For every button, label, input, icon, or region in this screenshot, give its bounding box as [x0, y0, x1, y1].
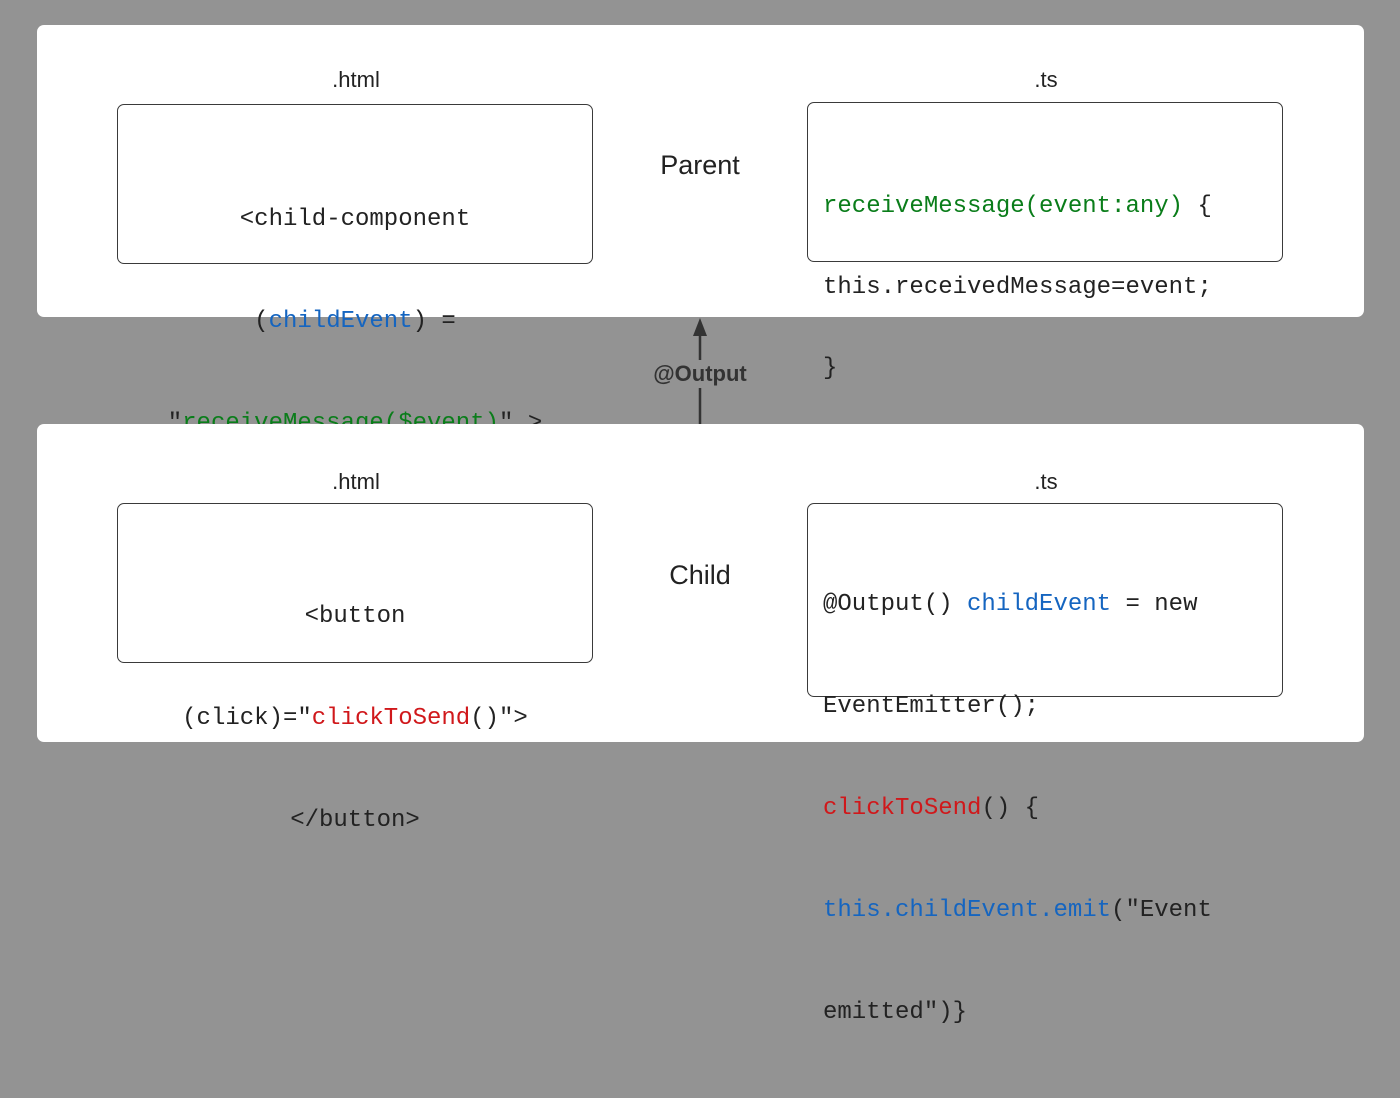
code-text: (click)=": [182, 705, 312, 732]
child-html-file-label: .html: [332, 469, 380, 494]
code-text: </button>: [290, 807, 420, 834]
parent-ts-code-box: receiveMessage(event:any) { this.receive…: [807, 102, 1283, 382]
code-line: receiveMessage(event:any) {: [823, 193, 1282, 220]
method-name: clickToSend: [823, 795, 982, 822]
code-text: ("Event: [1111, 897, 1212, 924]
code-line: @Output() childEvent = new: [823, 588, 1282, 622]
handler-name: clickToSend: [311, 705, 471, 732]
parent-html-code-box: <child-component (childEvent) = "receive…: [117, 104, 593, 437]
code-text: emitted")}: [823, 999, 968, 1026]
code-line: emitted")}: [823, 996, 1282, 1030]
code-line: clickToSend() {: [823, 792, 1282, 826]
child-ts-code: @Output() childEvent = new EventEmitter(…: [823, 520, 1282, 1098]
parent-html-file-label: .html: [332, 67, 380, 92]
code-line: (childEvent) =: [118, 305, 592, 339]
code-text: ()">: [470, 705, 528, 732]
code-text: @Output(): [823, 591, 968, 618]
code-text: (: [254, 308, 269, 335]
event-name: childEvent: [268, 308, 413, 335]
code-text: }: [823, 355, 838, 382]
parent-panel: .html <child-component (childEvent) = "r…: [37, 25, 1364, 437]
emit-call: this.childEvent.emit: [823, 897, 1112, 924]
method-signature: receiveMessage(event:any): [823, 193, 1184, 220]
child-role-label: Child: [669, 560, 731, 590]
parent-ts-file-label: .ts: [1034, 67, 1058, 92]
code-text: {: [1183, 193, 1212, 220]
parent-role-label: Parent: [660, 150, 740, 180]
child-html-code: <button (click)="clickToSend()"> </butto…: [118, 532, 592, 906]
code-line: <button: [118, 600, 592, 634]
code-line: this.childEvent.emit("Event: [823, 894, 1282, 928]
parent-ts-code: receiveMessage(event:any) { this.receive…: [823, 139, 1282, 436]
code-line: }: [823, 355, 1282, 382]
code-text: = new: [1111, 591, 1198, 618]
code-text: <button: [304, 603, 406, 630]
code-text: () {: [981, 795, 1040, 822]
code-line: this.receivedMessage=event;: [823, 274, 1282, 301]
code-line: <child-component: [118, 203, 592, 237]
child-panel: .html <button (click)="clickToSend()"> <…: [37, 424, 1364, 1026]
child-html-code-box: <button (click)="clickToSend()"> </butto…: [117, 503, 593, 834]
code-text: EventEmitter();: [823, 693, 1040, 720]
code-line: (click)="clickToSend()">: [118, 702, 592, 736]
code-line: EventEmitter();: [823, 690, 1282, 724]
code-text: ) =: [412, 308, 456, 335]
code-text: <child-component: [239, 206, 471, 233]
child-ts-code-box: @Output() childEvent = new EventEmitter(…: [807, 503, 1283, 1026]
property-name: childEvent: [967, 591, 1112, 618]
output-connector-label: @Output: [630, 360, 770, 388]
child-ts-file-label: .ts: [1034, 469, 1058, 494]
code-text: this.receivedMessage=event;: [823, 274, 1212, 301]
code-line: </button>: [118, 804, 592, 838]
